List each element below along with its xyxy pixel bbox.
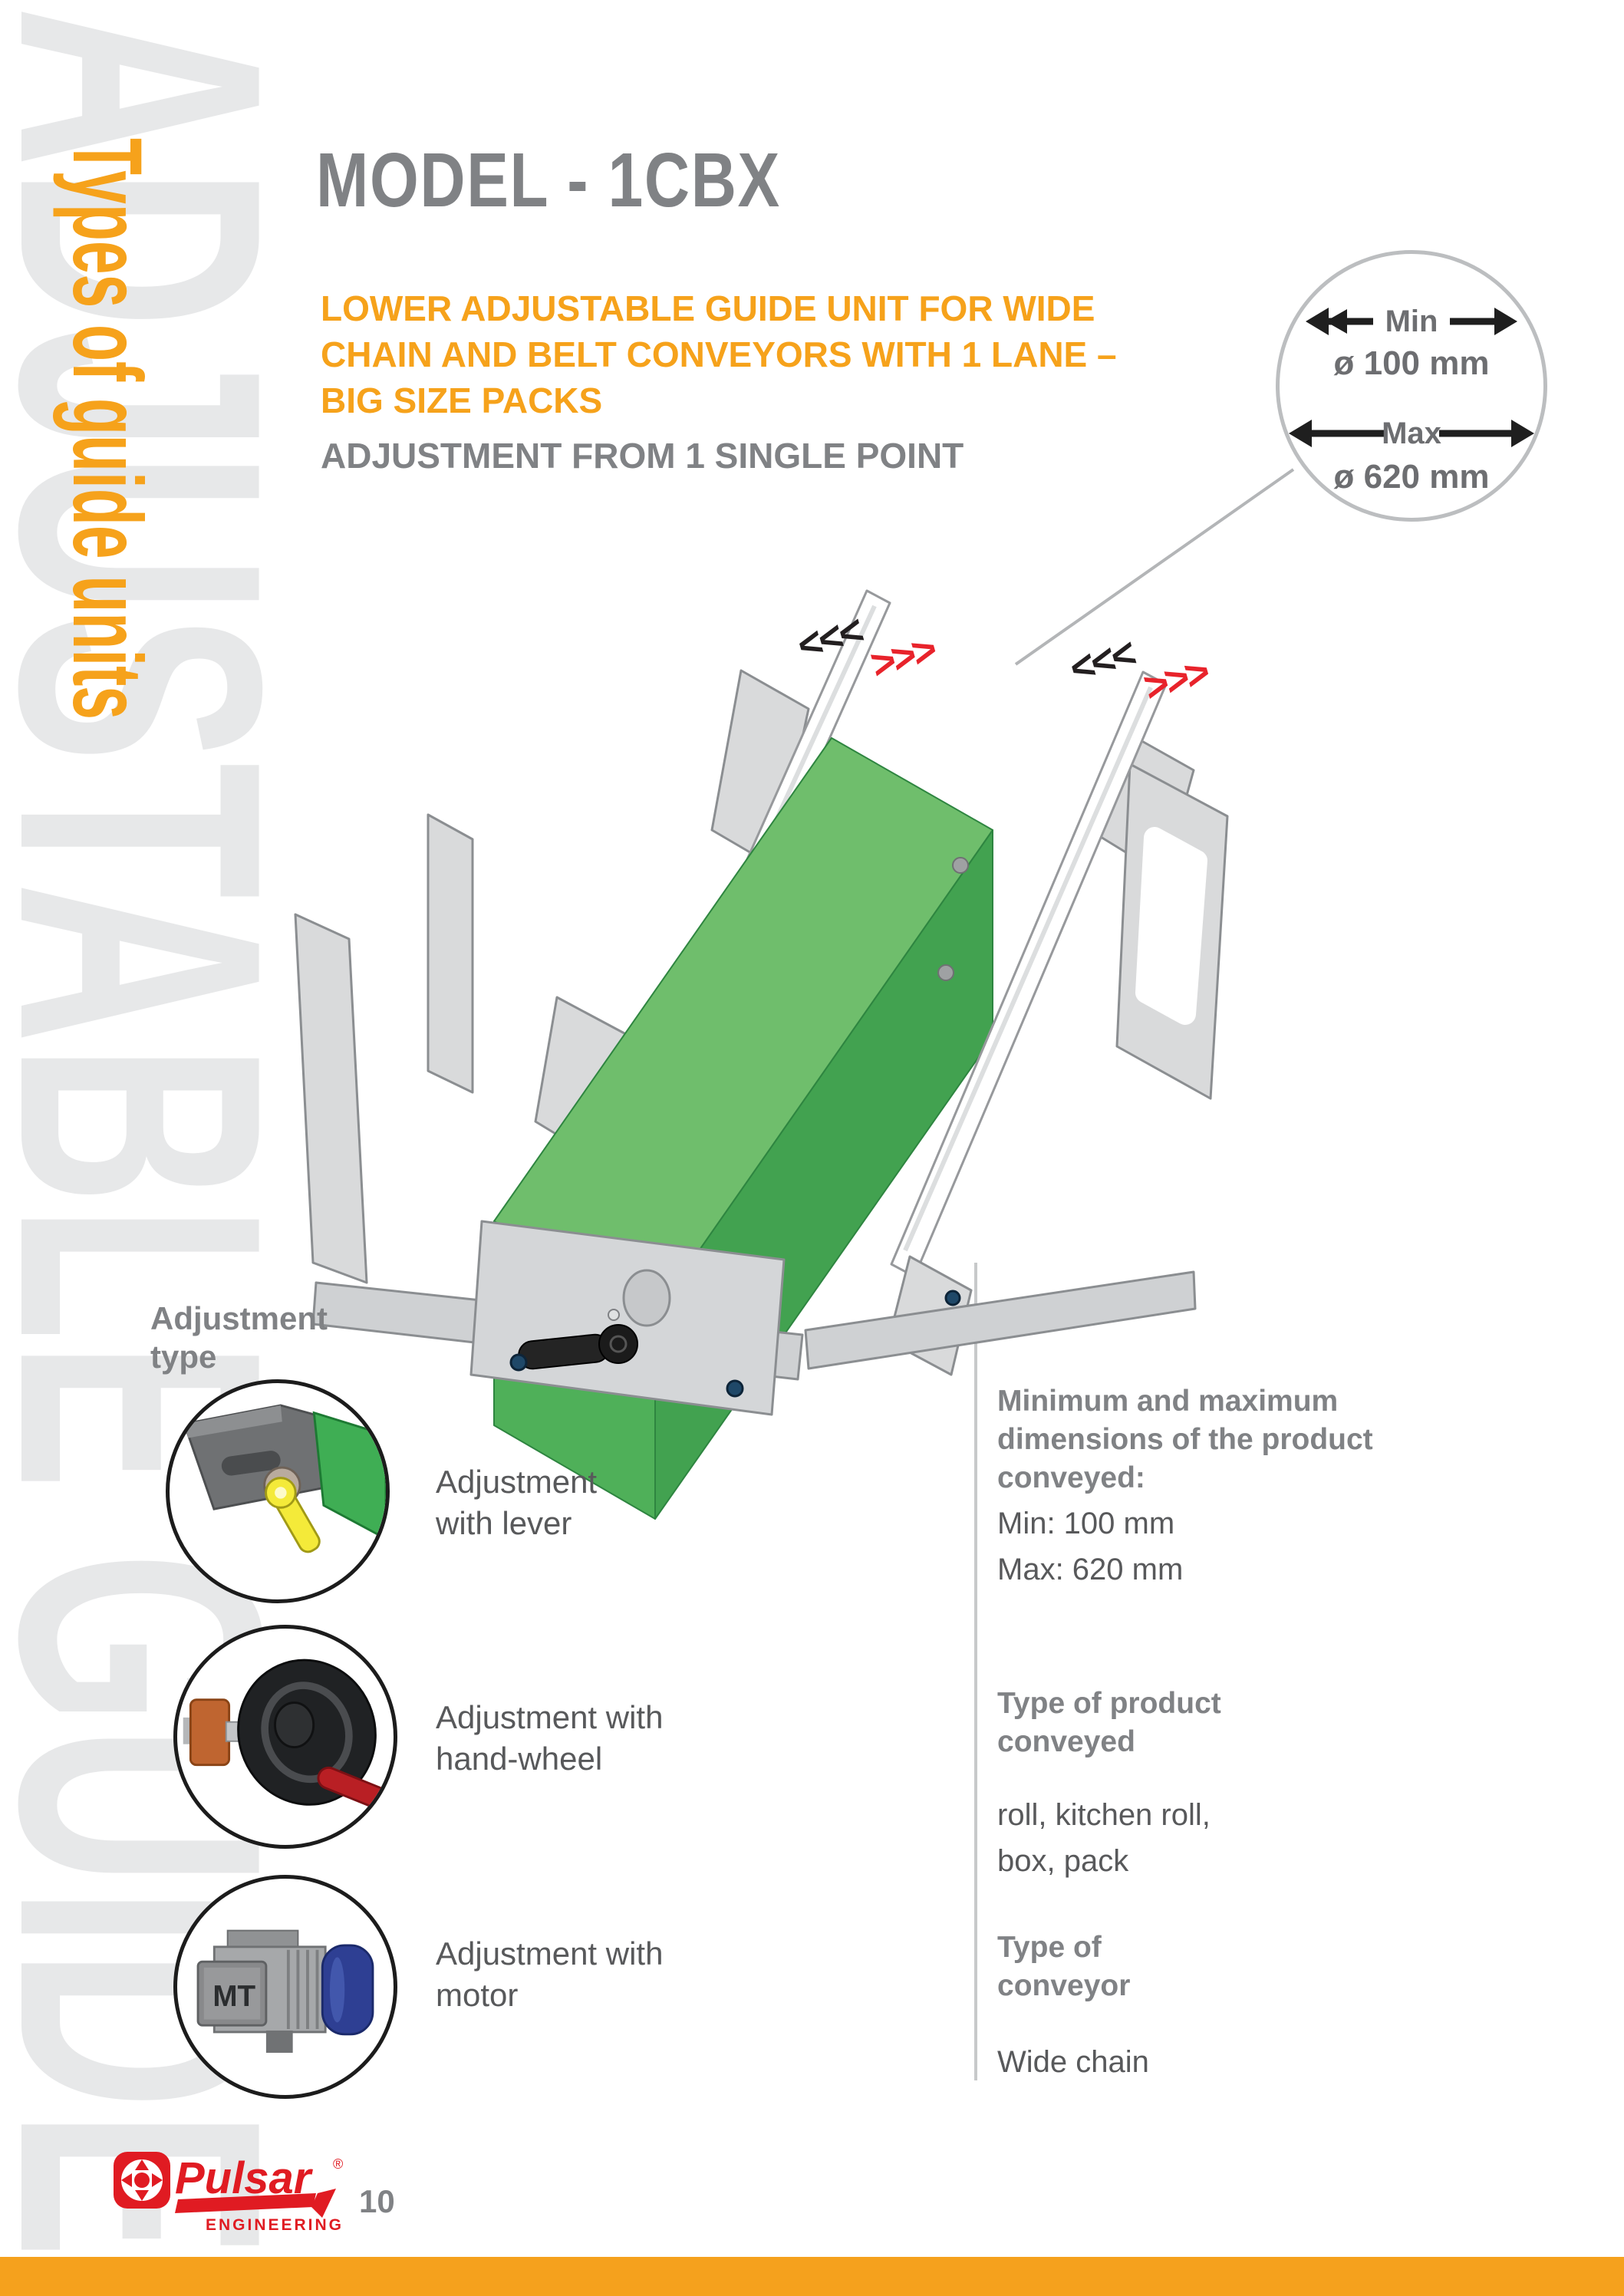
min-arrows-icon <box>1306 308 1517 335</box>
adjustment-type-label: Adjustment type <box>150 1300 328 1375</box>
frame-left-arm <box>294 913 368 1284</box>
spec-product-types-line1: roll, kitchen roll, <box>997 1798 1211 1832</box>
brand-subtext: ENGINEERING <box>206 2216 344 2234</box>
spec-conveyor-type-value: Wide chain <box>997 2045 1149 2079</box>
adjustment-lever-knob <box>598 1324 638 1364</box>
brand-underline-swoosh <box>175 2193 316 2213</box>
adjustment-motor-image: MT <box>173 1875 397 2099</box>
lever-illustration <box>183 1404 386 1553</box>
conveyor-diagram: <<< >>> <<< >>> <box>294 589 1229 1520</box>
spec-min-value: Min: 100 mm <box>997 1507 1175 1540</box>
frame-left-post <box>427 813 474 1094</box>
subtitle-line-3: BIG SIZE PACKS <box>321 380 603 420</box>
bolt-icon <box>726 1379 744 1398</box>
chevron-right-icon: >>> <box>1138 648 1214 710</box>
handwheel-illustration <box>183 1659 394 1812</box>
subtitle-line-2: CHAIN AND BELT CONVEYORS WITH 1 LANE – <box>321 334 1117 374</box>
product-subtitle: LOWER ADJUSTABLE GUIDE UNIT FOR WIDE CHA… <box>321 285 1117 423</box>
adjustment-lever-knob-ring <box>609 1335 628 1353</box>
chevron-right-icon: >>> <box>866 626 941 688</box>
spec-heading-product-type: Type of product conveyed <box>997 1687 1221 1758</box>
motor-illustration: MT <box>196 1929 374 2053</box>
bolt-icon <box>944 1290 961 1306</box>
dimension-badge: Min ø 100 mm Max ø 620 mm <box>1276 250 1547 522</box>
brand-swoosh-tail-icon <box>311 2189 336 2218</box>
sidebar-section-label: Types of guide units <box>52 138 162 720</box>
bolt-icon <box>509 1353 528 1372</box>
chevron-left-icon: <<< <box>1065 630 1140 692</box>
adjustment-plate-hole <box>622 1269 671 1327</box>
page-number: 10 <box>359 2183 395 2219</box>
adjustment-lever-image <box>166 1379 390 1603</box>
adjustment-item-label: Adjustment with lever <box>436 1464 598 1541</box>
adjustment-handwheel-image <box>173 1625 397 1849</box>
badge-leader-line <box>1014 468 1295 666</box>
badge-max-label: Max <box>1382 417 1441 450</box>
spec-max-value: Max: 620 mm <box>997 1553 1184 1586</box>
badge-min-label: Min <box>1385 305 1438 338</box>
bottom-accent-bar <box>0 2257 1624 2296</box>
adjustment-item-label: Adjustment with hand-wheel <box>436 1699 664 1777</box>
motor-label: MT <box>212 1980 255 2013</box>
registered-mark-icon: ® <box>333 2156 343 2172</box>
pulsar-logo: Pulsar ® ENGINEERING <box>114 2152 344 2234</box>
rail-bolt <box>952 857 969 874</box>
badge-min-value: ø 100 mm <box>1333 344 1490 382</box>
right-guide-rail-edge <box>903 686 1153 1252</box>
spec-product-types-line2: box, pack <box>997 1844 1129 1878</box>
base-plate-right <box>804 1270 1197 1370</box>
max-arrows-icon <box>1289 420 1534 447</box>
frame-right-arch-cutout <box>1135 827 1207 1025</box>
badge-max-value: ø 620 mm <box>1333 458 1490 496</box>
page-title: MODEL - 1CBX <box>316 137 781 223</box>
subtitle-line-1: LOWER ADJUSTABLE GUIDE UNIT FOR WIDE <box>321 288 1095 328</box>
adjustment-note: ADJUSTMENT FROM 1 SINGLE POINT <box>321 436 964 476</box>
dimension-badge-arrows <box>1289 308 1534 447</box>
spec-heading-dimensions: Minimum and maximum dimensions of the pr… <box>997 1385 1373 1494</box>
adjustment-item-label: Adjustment with motor <box>436 1935 664 2013</box>
rail-bolt <box>937 964 954 981</box>
adjustment-plate-screw <box>608 1309 620 1321</box>
spec-heading-conveyor-type: Type of conveyor <box>997 1931 1131 2002</box>
